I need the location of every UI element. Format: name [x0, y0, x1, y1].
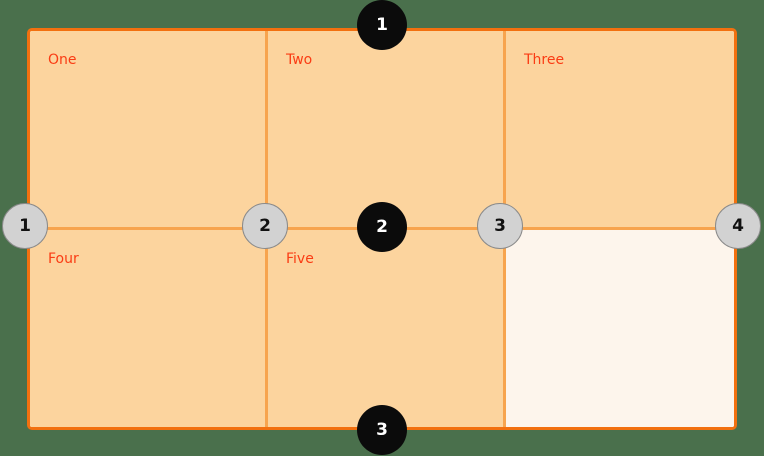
- col-handle-2[interactable]: 2: [242, 203, 288, 249]
- cell-one-label: One: [48, 52, 77, 68]
- cell-three[interactable]: [506, 31, 734, 227]
- row-handle-2-label: 2: [376, 217, 388, 237]
- col-handle-4-label: 4: [732, 216, 744, 236]
- row-handle-3-label: 3: [376, 420, 388, 440]
- row-handle-3[interactable]: 3: [357, 405, 407, 455]
- cell-two[interactable]: [268, 31, 503, 227]
- cell-three-label: Three: [524, 52, 565, 68]
- row-handle-2[interactable]: 2: [357, 202, 407, 252]
- cell-four-label: Four: [48, 251, 79, 267]
- cell-empty[interactable]: [506, 230, 734, 427]
- cell-four[interactable]: [30, 230, 265, 427]
- col-handle-3-label: 3: [494, 216, 506, 236]
- row-handle-1[interactable]: 1: [357, 0, 407, 50]
- cell-one[interactable]: [30, 31, 265, 227]
- col-handle-4[interactable]: 4: [715, 203, 761, 249]
- row-handle-1-label: 1: [376, 15, 388, 35]
- cell-five[interactable]: [268, 230, 503, 427]
- cell-two-label: Two: [286, 52, 313, 68]
- col-handle-1-label: 1: [19, 216, 31, 236]
- col-handle-3[interactable]: 3: [477, 203, 523, 249]
- col-handle-2-label: 2: [259, 216, 271, 236]
- col-handle-1[interactable]: 1: [2, 203, 48, 249]
- cell-five-label: Five: [286, 251, 314, 267]
